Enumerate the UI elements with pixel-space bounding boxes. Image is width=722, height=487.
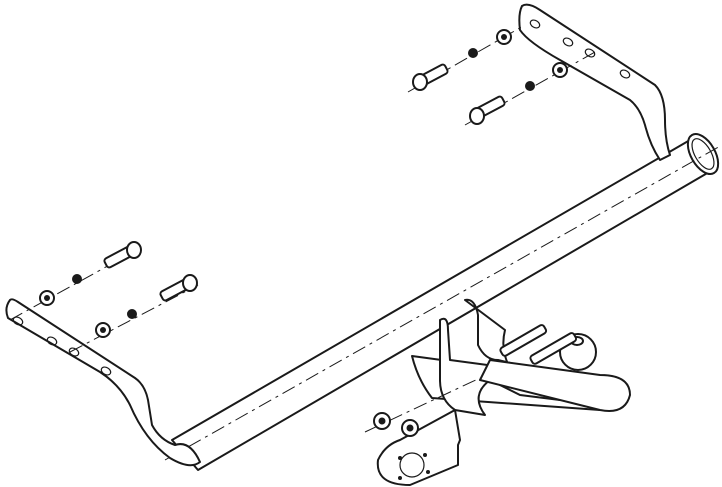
right-bolts [407,24,596,126]
right-bracket [518,3,671,161]
left-bracket [5,298,201,467]
socket-plate [376,409,461,486]
left-bolts [9,241,199,353]
nuts [364,377,481,437]
neck-bolts [499,324,578,365]
tow-ball-neck [411,298,631,416]
